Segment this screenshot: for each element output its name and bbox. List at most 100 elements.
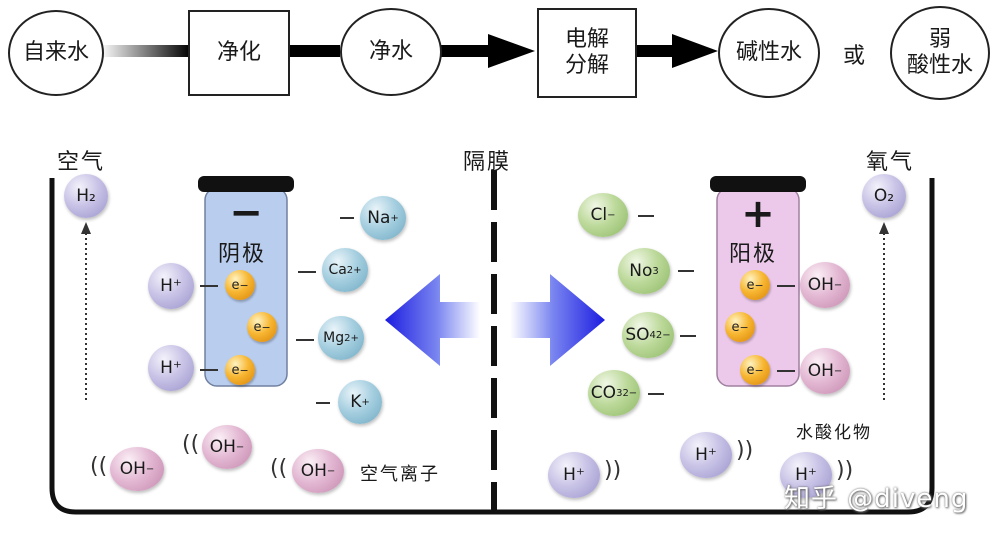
oh-ion: OH− (800, 262, 850, 308)
oh-ion: OH− (202, 425, 252, 469)
node-alkaline-label: 碱性水 (735, 40, 802, 65)
node-tap-water-label: 自来水 (22, 40, 89, 65)
h-plus-ion: H⁺ (780, 452, 832, 498)
node-purify: 净化 (188, 10, 290, 96)
cl-arrow (638, 215, 654, 217)
electron: e− (740, 270, 770, 300)
right-flow-arrow (510, 274, 605, 366)
electron-text: e (746, 362, 755, 378)
oh-arrow (777, 370, 795, 372)
ca-text: Ca (328, 262, 347, 278)
cathode-sign: − (229, 190, 263, 236)
h-plus-ion: H⁺ (148, 345, 194, 391)
k-arrow (316, 402, 330, 404)
k-text: K (350, 392, 362, 412)
co3-text: CO (590, 383, 617, 403)
flow-connectors (100, 34, 718, 68)
electron: e− (225, 355, 255, 385)
electron-text: e (746, 277, 755, 293)
k-ion: K+ (338, 380, 382, 424)
electron-text: e (231, 277, 240, 293)
node-tap-water: 自来水 (8, 10, 104, 96)
cathode-cap (198, 176, 294, 192)
no3-text: No (629, 261, 653, 281)
left-flow-arrow (385, 274, 480, 366)
connector-electrolysis-to-alkaline (635, 45, 675, 57)
connector-purify-to-pure (290, 45, 340, 57)
connector-tap-to-purify (100, 45, 190, 57)
mg-text: Mg (323, 330, 345, 346)
so4-text: SO (625, 325, 650, 345)
o2-molecule: O₂ (862, 174, 906, 218)
node-electrolysis: 电解 分解 (537, 8, 637, 98)
wave-mark: )) (736, 438, 754, 463)
ca-arrow (298, 271, 316, 273)
h-plus-text: H⁺ (160, 276, 182, 296)
o2-rise-arrowhead (879, 222, 889, 234)
arrowhead-to-electrolysis (488, 34, 535, 68)
cl-text: Cl (590, 205, 608, 225)
oh-arrow (777, 285, 795, 287)
node-purify-label: 净化 (216, 40, 261, 65)
node-weak-acid-water: 弱 酸性水 (890, 6, 990, 100)
h-plus-ion: H⁺ (548, 452, 600, 498)
anode-sign: + (741, 191, 775, 237)
electron: e− (740, 355, 770, 385)
node-alkaline-water: 碱性水 (718, 8, 820, 98)
h-plus-ion: H⁺ (148, 263, 194, 309)
electron-text: e (253, 319, 262, 335)
h-plus-text: H⁺ (160, 358, 182, 378)
wave-mark: (( (90, 454, 108, 479)
h-plus-ion: H⁺ (680, 432, 732, 478)
mg-arrow (296, 339, 314, 341)
node-weak-acid-line1: 弱 (928, 27, 951, 52)
node-weak-acid-line2: 酸性水 (906, 53, 973, 78)
h2-molecule: H₂ (64, 174, 108, 218)
wave-mark: )) (836, 458, 854, 483)
h-plus-text: H⁺ (795, 465, 817, 485)
oh-text: OH (300, 461, 327, 481)
or-label: 或 (843, 44, 868, 69)
h-plus-text: H⁺ (563, 465, 585, 485)
h-plus-arrow (200, 369, 218, 371)
arrowhead-to-alkaline (672, 34, 718, 68)
node-electrolysis-line2: 分解 (564, 53, 609, 78)
oh-text: OH (119, 459, 146, 479)
membrane-label: 隔膜 (463, 150, 512, 175)
no3-arrow (678, 270, 694, 272)
electron-text: e (231, 362, 240, 378)
oh-ion: OH− (292, 449, 344, 493)
so4-arrow (680, 335, 696, 337)
hydroxide-label: 水酸化物 (796, 423, 872, 443)
na-arrow (340, 217, 354, 219)
electron-text: e (731, 319, 740, 335)
node-pure-water: 净水 (340, 8, 442, 96)
wave-mark: )) (604, 458, 622, 483)
co3-arrow (648, 393, 664, 395)
na-text: Na (367, 208, 391, 228)
h-plus-arrow (200, 285, 218, 287)
connector-pure-to-electrolysis (440, 45, 490, 57)
cl-ion: Cl− (578, 193, 628, 237)
oh-ion: OH− (800, 348, 850, 394)
electron: e− (225, 270, 255, 300)
h2-text: H₂ (76, 186, 96, 206)
node-electrolysis-line1: 电解 (564, 27, 609, 52)
air-label: 空气 (57, 150, 106, 175)
wave-mark: (( (182, 432, 200, 457)
o2-text: O₂ (873, 186, 895, 206)
anode-cap (710, 176, 806, 192)
air-ions-label: 空气离子 (360, 464, 440, 485)
h2-rise-arrowhead (81, 222, 91, 234)
anode-label: 阳极 (729, 242, 778, 267)
wave-mark: (( (270, 456, 288, 481)
electron: e− (247, 312, 277, 342)
oh-text: OH (209, 437, 236, 457)
h-plus-text: H⁺ (695, 445, 717, 465)
oxygen-label: 氧气 (866, 150, 915, 175)
